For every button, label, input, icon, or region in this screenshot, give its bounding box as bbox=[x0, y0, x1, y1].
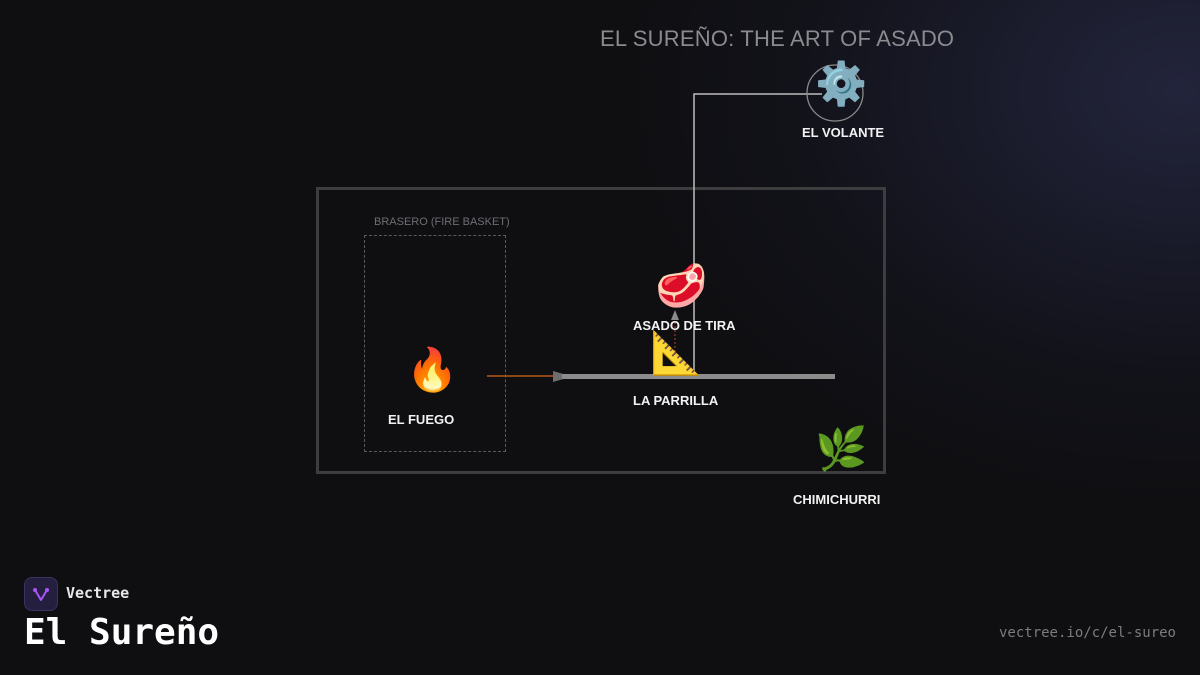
grill-frame bbox=[316, 187, 886, 474]
project-title: El Sureño bbox=[24, 612, 220, 653]
asado-link-arrow bbox=[671, 310, 679, 320]
vectree-logo-mark bbox=[33, 588, 49, 601]
fire-basket bbox=[364, 235, 506, 452]
triangular-ruler-icon: 📐 bbox=[650, 328, 703, 377]
diagram-title: EL SUREÑO: THE ART OF ASADO bbox=[600, 26, 955, 51]
lift-cable bbox=[693, 93, 822, 376]
node-label-la-parrilla: LA PARRILLA bbox=[633, 393, 719, 408]
volante-ring bbox=[806, 64, 864, 122]
fire-icon: 🔥 bbox=[406, 345, 459, 394]
node-label-chimichurri: CHIMICHURRI bbox=[793, 492, 881, 507]
gear-icon: ⚙️ bbox=[815, 59, 868, 108]
node-label-el-volante: EL VOLANTE bbox=[802, 125, 885, 140]
vectree-logo bbox=[24, 577, 58, 611]
meat-icon: 🥩 bbox=[655, 261, 708, 310]
brand-name: Vectree bbox=[66, 584, 130, 602]
herb-icon: 🌿 bbox=[815, 424, 868, 473]
fire-basket-label: BRASERO (FIRE BASKET) bbox=[374, 216, 510, 228]
project-url[interactable]: vectree.io/c/el-sureo bbox=[998, 625, 1176, 641]
node-label-el-fuego: EL FUEGO bbox=[388, 412, 455, 427]
node-label-asado-de-tira: ASADO DE TIRA bbox=[633, 318, 736, 333]
